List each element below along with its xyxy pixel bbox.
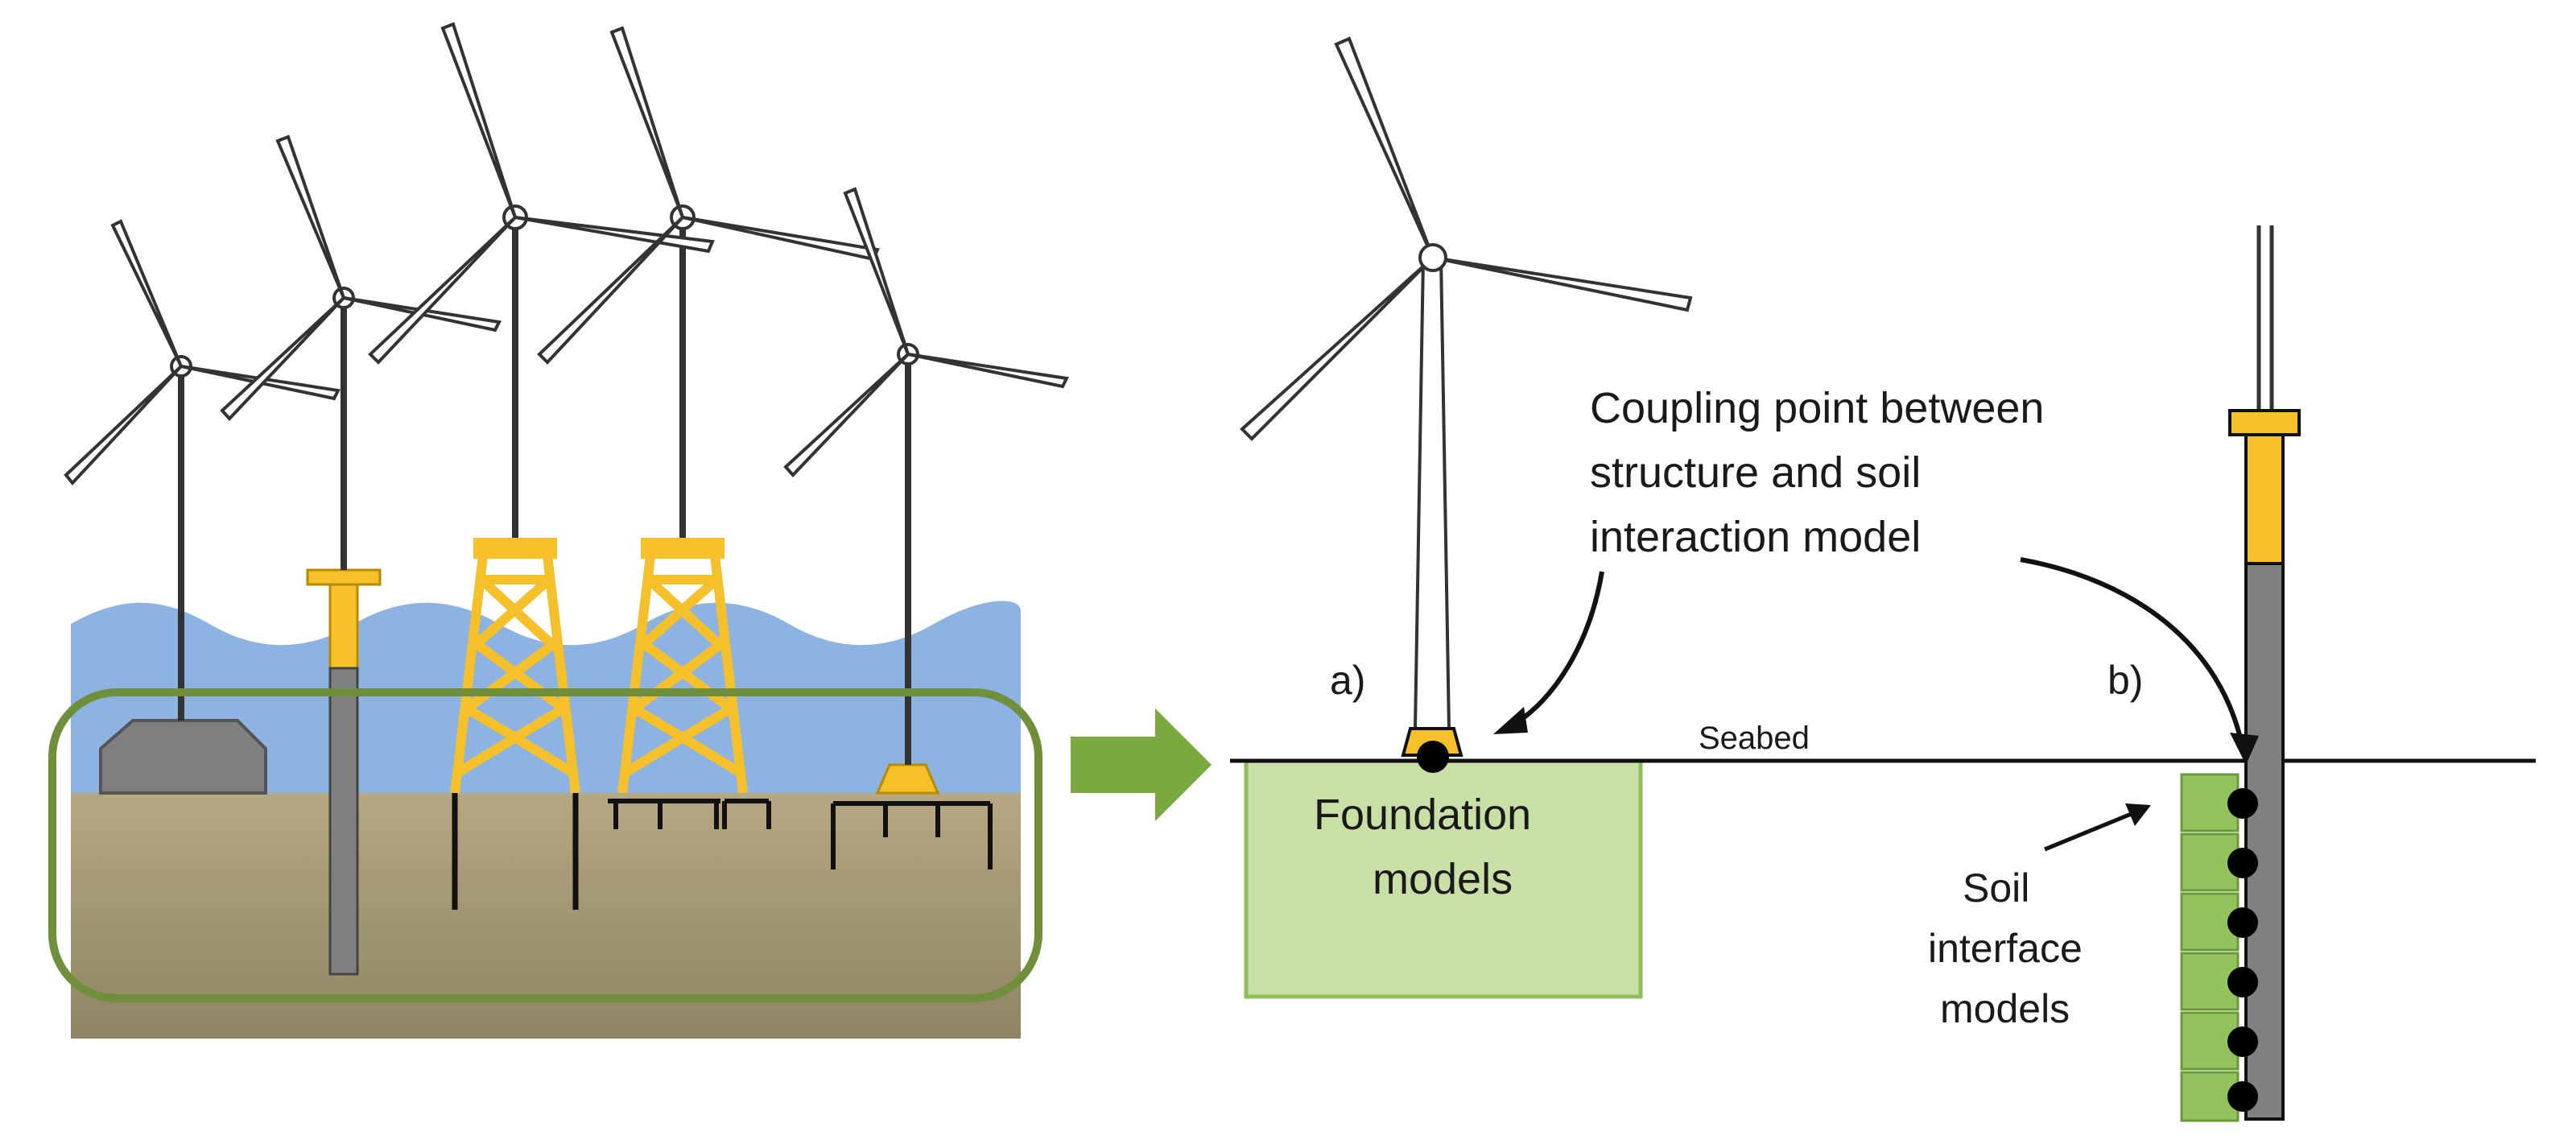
monopile-yellow-transition: [328, 576, 359, 670]
soil-interface-nodes: [2227, 788, 2258, 1112]
gravity-base-foundation: [99, 719, 267, 795]
turbine-a-rotor: [1240, 36, 1693, 441]
soil-label-line3: models: [1940, 986, 2070, 1031]
foundation-label-line2: models: [1373, 855, 1513, 903]
soil-interface-springs: [2180, 773, 2240, 1122]
coupling-arrow-b: [2020, 557, 2245, 750]
coupling-label-line3: interaction model: [1590, 513, 1921, 561]
transition-arrow: [1071, 708, 1212, 821]
turbine-b-structure: [2228, 225, 2301, 1121]
coupling-label-line2: structure and soil: [1590, 448, 1921, 497]
soil-label-line2: interface: [1928, 926, 2083, 971]
monopile-pile: [328, 667, 359, 976]
panel-label-b: b): [2107, 658, 2143, 703]
turbine-a-tower: [1413, 256, 1451, 730]
foundation-label-line1: Foundation: [1314, 791, 1531, 839]
monopile-top-platform: [306, 568, 382, 586]
coupling-label-line1: Coupling point between: [1590, 384, 2044, 432]
coupling-node-a: [1417, 741, 1449, 773]
seabed-label: Seabed: [1699, 721, 1810, 756]
turbine-rotors: [64, 22, 1070, 486]
buried-piles: [608, 799, 993, 869]
jacket-foundation-2: [617, 538, 748, 794]
foundation-model-box: [1244, 758, 1643, 999]
suction-bucket-foundation: [875, 763, 940, 795]
soil-label-arrow: [2044, 811, 2134, 852]
model-illustration: a) b) Seabed Foundation models Coupling …: [1230, 36, 2536, 1122]
panel-label-a: a): [1330, 658, 1365, 703]
coupling-arrow-a: [1512, 571, 1604, 727]
soil-label-line1: Soil: [1963, 865, 2029, 911]
foundation-highlight-outline: [48, 688, 1042, 1002]
jacket-foundation-1: [450, 538, 580, 794]
monopile-b: [2244, 562, 2285, 1121]
wind-farm-illustration: [48, 22, 1070, 1039]
